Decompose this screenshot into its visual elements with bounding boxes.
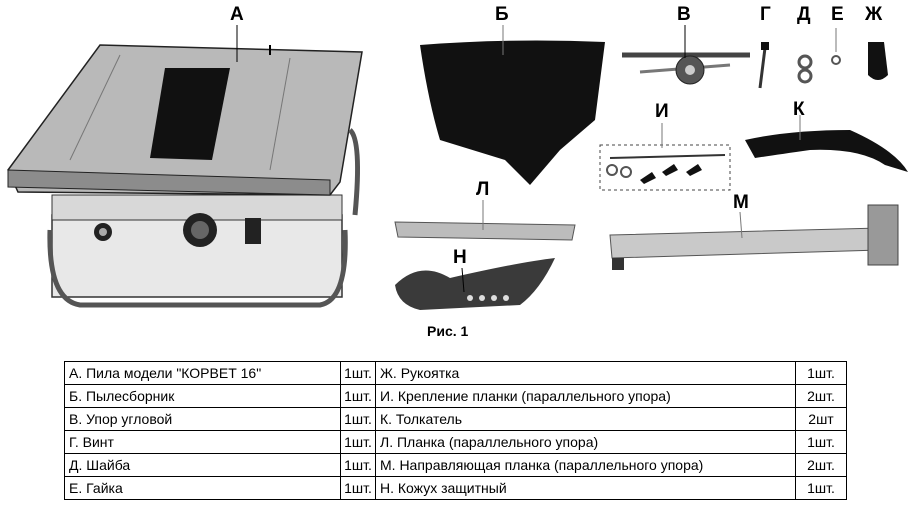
part-name: М. Направляющая планка (параллельного уп… [375,453,796,477]
part-name: Е. Гайка [64,476,341,500]
part-qty: 1шт. [340,361,376,385]
label-n: Н [453,247,467,268]
part-name: Н. Кожух защитный [375,476,796,500]
dust-bag-image [420,25,605,185]
part-name: А. Пила модели "КОРВЕТ 16" [64,361,341,385]
label-m: М [733,192,749,213]
label-v: В [677,4,691,25]
miter-gauge-image [622,25,750,85]
fence-bar-image [394,200,576,241]
part-qty: 1шт. [340,430,376,454]
part-qty: 2шт. [795,384,847,408]
push-stick-image [745,115,908,172]
label-zh: Ж [865,4,883,25]
handle-image [868,42,888,80]
label-k: К [793,99,805,120]
guide-rail-image [609,204,899,270]
blade-guard-image [395,258,555,310]
nut-image [831,28,841,65]
fastener-set-image [599,123,731,191]
label-g: Г [760,4,771,25]
label-i: И [655,101,669,122]
part-name: Г. Винт [64,430,341,454]
label-b: Б [495,4,509,25]
part-name: Ж. Рукоятка [375,361,796,385]
part-name: К. Толкатель [375,407,796,431]
part-qty: 1шт. [795,361,847,385]
part-qty: 1шт. [340,384,376,408]
label-d: Д [797,4,811,25]
part-name: Б. Пылесборник [64,384,341,408]
part-name: И. Крепление планки (параллельного упора… [375,384,796,408]
part-name: Л. Планка (параллельного упора) [375,430,796,454]
part-name: Д. Шайба [64,453,341,477]
parts-table: А. Пила модели "КОРВЕТ 16"1шт.Ж. Рукоятк… [64,361,847,500]
table-row: А. Пила модели "КОРВЕТ 16"1шт.Ж. Рукоятк… [64,361,847,385]
part-qty: 2шт [795,407,847,431]
washer-image [797,54,813,84]
part-qty: 1шт. [795,430,847,454]
part-name: В. Упор угловой [64,407,341,431]
part-qty: 2шт. [795,453,847,477]
part-qty: 1шт. [340,453,376,477]
label-e: Е [831,4,844,25]
part-qty: 1шт. [340,476,376,500]
figure-caption: Рис. 1 [427,323,469,339]
label-l: Л [476,179,490,200]
screw-image [758,42,769,89]
table-saw-image [7,25,363,308]
label-a: А [230,4,244,25]
part-qty: 1шт. [795,476,847,500]
parts-illustration [7,25,908,310]
parts-figure: А Б В Г Д Е Ж И К Л М Н Рис. 1 [7,4,908,339]
part-qty: 1шт. [340,407,376,431]
